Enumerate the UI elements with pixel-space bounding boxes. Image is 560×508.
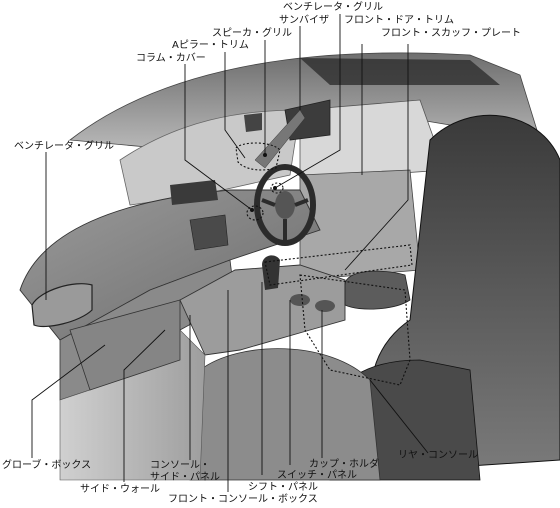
label-shift-panel: シフト・パネル: [248, 482, 318, 493]
cup-holder-1: [290, 294, 310, 306]
leader-dots: [250, 153, 277, 212]
label-ventilator-grille-left: ベンチレータ・グリル: [14, 141, 114, 152]
label-rear-console: リヤ・コンソール: [398, 450, 478, 461]
a-pillar: [254, 109, 306, 169]
label-front-console-box: フロント・コンソール・ボックス: [168, 494, 318, 505]
shift-lever: [262, 255, 280, 290]
highlight-outlines: [235, 142, 413, 386]
meter-hood: [170, 180, 218, 205]
windshield: [119, 109, 301, 206]
scuff-plate-outline: [264, 244, 413, 286]
column-cover-outline: [246, 205, 264, 221]
label-cup-holder: カップ・ホルダ: [309, 459, 379, 470]
armrest: [344, 270, 411, 310]
label-console-side-panel: コンソール・ サイド・パネル: [150, 460, 220, 484]
rearview-mirror: [244, 113, 262, 132]
steering-wheel: [254, 164, 316, 246]
label-glove-box: グローブ・ボックス: [2, 460, 92, 471]
label-front-door-trim: フロント・ドア・トリム: [344, 15, 454, 26]
glove-box: [69, 299, 181, 391]
label-column-cover: コラム・カバー: [136, 53, 206, 64]
center-vent: [189, 214, 229, 251]
dashboard: [19, 189, 321, 341]
label-ventilator-grille-top: ベンチレータ・グリル: [283, 2, 383, 13]
label-console-side-panel-line2: サイド・パネル: [150, 472, 220, 483]
label-side-wall: サイド・ウォール: [80, 484, 160, 495]
interior-illustration: [19, 52, 560, 481]
vent-top-outline: [270, 182, 284, 194]
label-console-side-panel-line1: コンソール・: [150, 460, 210, 471]
label-switch-panel: スイッチ・パネル: [277, 470, 357, 481]
label-a-pillar-trim: Aピラー・トリム: [172, 40, 249, 51]
left-vent: [31, 283, 93, 328]
cup-holder-2: [315, 300, 335, 312]
passenger-seat: [189, 348, 381, 481]
sunroof: [300, 58, 500, 85]
label-speaker-grille: スピーカ・グリル: [212, 28, 292, 39]
rear-console-outline: [299, 274, 411, 386]
speaker-grille-outline: [235, 142, 281, 171]
label-sun-visor: サンバイザ: [279, 15, 329, 26]
label-front-scuff-plate: フロント・スカッフ・プレート: [381, 28, 521, 39]
center-console: [179, 264, 346, 356]
leader-lines: [31, 14, 429, 492]
